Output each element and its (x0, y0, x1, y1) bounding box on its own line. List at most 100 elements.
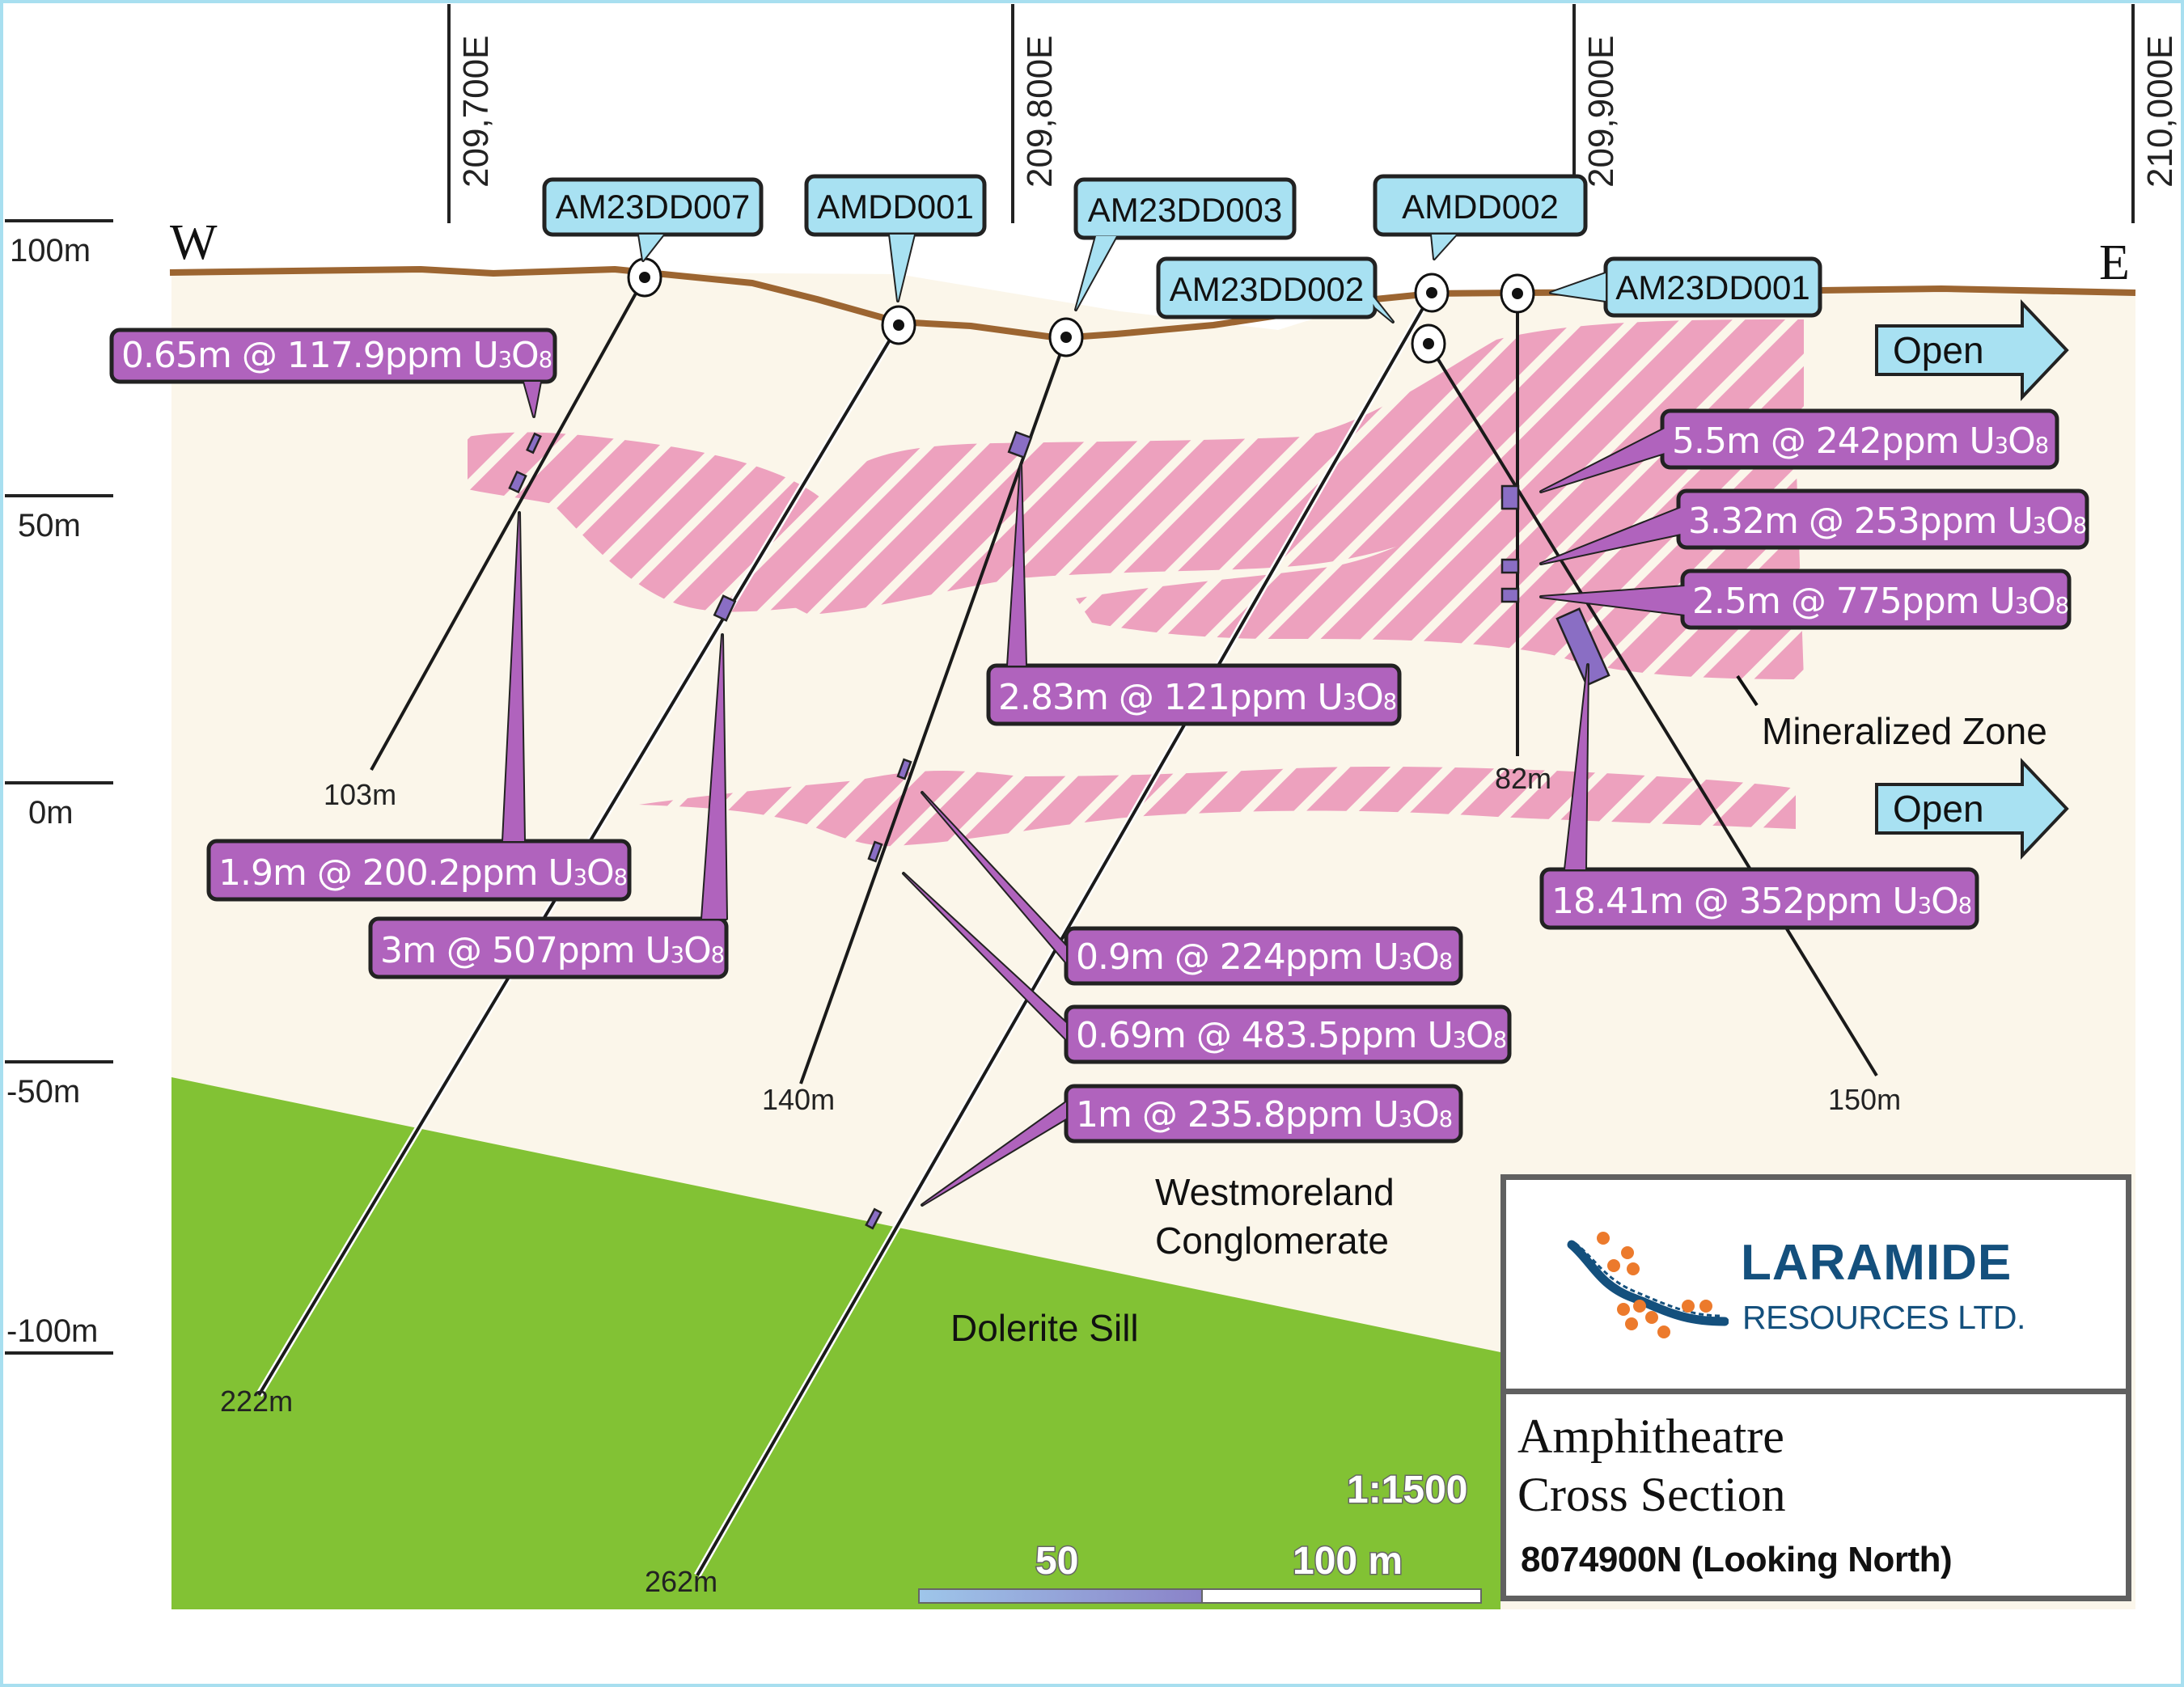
intercept-block (508, 470, 527, 494)
collar-callout-label: AMDD001 (817, 188, 974, 226)
collar-dot (1060, 332, 1072, 343)
collar-callout-pointer-fill (639, 235, 663, 260)
scale-mid-label: 50 (1035, 1540, 1078, 1583)
collar-callout-label: AM23DD007 (556, 188, 750, 226)
drillhole-depth-label: 103m (324, 778, 396, 811)
intercept-block (896, 758, 912, 780)
company-name: LARAMIDE (1741, 1235, 2013, 1291)
open-arrow-icon: Open (1875, 298, 2069, 402)
collar-callout-pointer-fill (1432, 235, 1456, 259)
collar-callout: AM23DD007 (542, 177, 764, 262)
laramide-logo-icon (1567, 1232, 1729, 1338)
callout-pointer-fill (922, 793, 1066, 962)
collar-callout-pointer-fill (1076, 236, 1116, 310)
intercept-block (526, 432, 542, 455)
mineralized-zone-middle-east (1076, 447, 1804, 679)
callout-pointer-fill (1541, 508, 1681, 564)
intercept-block (1555, 607, 1610, 687)
callout-pointer-fill (503, 513, 524, 841)
intercept-label: 0.69m @ 483.5ppm U3O8 (1076, 1015, 1506, 1056)
collar-callout-box (1156, 256, 1378, 319)
title-block: LARAMIDE RESOURCES LTD. Amphitheatre Cro… (1500, 1174, 2131, 1601)
callout-pointer-fill (1541, 429, 1665, 492)
intercept-callout: 3m @ 507ppm U3O8 (368, 633, 729, 979)
east-label: E (2099, 235, 2130, 290)
open-arrow-label: Open (1893, 788, 1984, 830)
intercept-block (1500, 484, 1520, 510)
intercept-label: 5.5m @ 242ppm U3O8 (1672, 421, 2048, 462)
scale-end-label: 100 m (1293, 1540, 1403, 1583)
intercept-callout: 1m @ 235.8ppm U3O8 (921, 1084, 1463, 1207)
callout-box (986, 663, 1402, 726)
intercept-callout: 1.9m @ 200.2ppm U3O8 (206, 511, 632, 902)
drillhole-depth-label: 222m (220, 1385, 293, 1418)
collar-callout-pointer-fill (1551, 273, 1606, 301)
mineralized-zones (468, 319, 1804, 847)
intercept-block (1007, 430, 1033, 459)
callout-pointer-fill (1541, 586, 1685, 615)
drillhole-depth-label: 140m (762, 1083, 835, 1116)
intercept-callout: 2.5m @ 775ppm U3O8 (1539, 569, 2072, 630)
elevation-tick-label: -50m (6, 1074, 80, 1110)
open-arrow-icon: Open (1875, 757, 2069, 860)
intercept-block (865, 1207, 882, 1230)
collar-callout-box (1073, 177, 1297, 240)
easting-tick-label: 210,000E (2140, 36, 2180, 188)
section-title-line1: Amphitheatre (1517, 1410, 1784, 1463)
callout-box (109, 328, 557, 384)
collar-dot (1423, 338, 1434, 349)
easting-tick-label: 209,700E (456, 36, 496, 188)
intercept-block (1500, 558, 1520, 574)
mineralized-zone-deep (639, 767, 1796, 847)
callout-pointer-fill (922, 1102, 1066, 1205)
intercept-label: 3m @ 507ppm U3O8 (380, 930, 724, 971)
section-northing-subtitle: 8074900N (Looking North) (1521, 1540, 1953, 1579)
intercept-label: 3.32m @ 253ppm U3O8 (1688, 501, 2086, 542)
intercept-callout: 5.5m @ 242ppm U3O8 (1539, 408, 2059, 493)
collar-dot (639, 272, 650, 283)
conglomerate-label-line1: Westmoreland (1155, 1171, 1395, 1213)
scale-segment-first (918, 1588, 1203, 1604)
collar-callout-pointer-fill (1359, 279, 1393, 322)
collar-dot (1512, 288, 1523, 299)
logo-panel: LARAMIDE RESOURCES LTD. (1506, 1180, 2126, 1394)
collar-callout-label: AM23DD001 (1615, 268, 1809, 307)
collar-dot (1426, 287, 1437, 298)
drillhole-depth-label: 262m (645, 1565, 717, 1598)
open-arrow-shape (1875, 298, 2069, 402)
collar-callout: AMDD001 (804, 174, 987, 302)
open-arrow-label: Open (1893, 329, 1984, 371)
elevation-tick-label: 0m (28, 795, 74, 831)
open-arrow-shape (1875, 757, 2069, 860)
intercept-block (713, 594, 737, 622)
mineralized-zone-lower-west-tongue (550, 501, 930, 612)
intercept-label: 0.9m @ 224ppm U3O8 (1076, 937, 1452, 978)
intercept-callouts: 0.65m @ 117.9ppm U3O8 1.9m @ 200.2ppm U3O… (109, 328, 2089, 1207)
intercept-label: 1.9m @ 200.2ppm U3O8 (218, 852, 627, 894)
callout-pointer-fill (524, 382, 540, 416)
intercept-block (1500, 587, 1520, 603)
intercept-callout: 0.69m @ 483.5ppm U3O8 (902, 872, 1512, 1064)
elevation-tick-label: -100m (6, 1313, 98, 1349)
elevation-tick-label: 100m (10, 233, 91, 268)
callout-box (1539, 867, 1979, 930)
intercept-callout: 18.41m @ 352ppm U3O8 (1539, 663, 1979, 930)
collar-callout: AM23DD003 (1073, 177, 1297, 311)
callout-pointer-fill (904, 873, 1066, 1039)
drillhole-trace (370, 277, 646, 771)
collar-callout: AM23DD001 (1549, 256, 1822, 318)
intercept-label: 0.65m @ 117.9ppm U3O8 (121, 335, 552, 376)
callout-pointer-fill (1565, 665, 1588, 869)
easting-tick-label: 209,800E (1020, 36, 1060, 188)
company-subtitle: RESOURCES LTD. (1742, 1299, 2025, 1336)
intercept-label: 1m @ 235.8ppm U3O8 (1076, 1094, 1452, 1135)
conglomerate-label-line2: Conglomerate (1155, 1220, 1389, 1262)
intercept-label: 2.5m @ 775ppm U3O8 (1692, 581, 2068, 622)
dolerite-label: Dolerite Sill (950, 1307, 1139, 1349)
intercept-callout: 2.83m @ 121ppm U3O8 (986, 463, 1402, 726)
elevation-tick-label: 50m (18, 508, 81, 543)
